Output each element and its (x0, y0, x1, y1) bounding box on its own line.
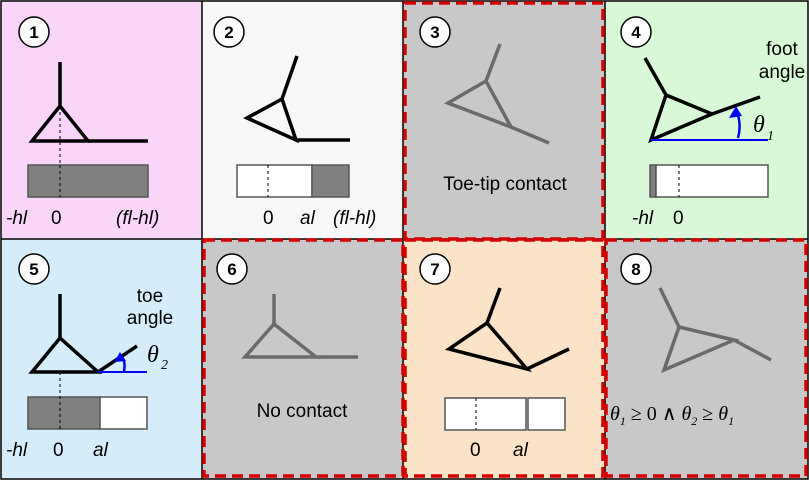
foot-figure (28, 62, 148, 143)
foot-figure (241, 294, 358, 359)
contact-bar-free (527, 397, 566, 431)
panel-caption: Toe-tip contact (443, 174, 567, 195)
panel-8-number: 8 (631, 260, 640, 279)
angle-arrowhead (729, 106, 742, 118)
panel-5: toe angle θ 2 -hl 0 al (6, 286, 173, 461)
panel-2-number: 2 (224, 23, 233, 42)
foot-figure (443, 43, 550, 145)
foot-figure (658, 287, 772, 374)
contact-bar-heel (27, 396, 101, 430)
panel-caption: No contact (257, 401, 349, 422)
panel-4-number: 4 (631, 23, 641, 42)
condition-theta: θ (718, 403, 728, 425)
bar-label: al (300, 208, 316, 229)
panel-5-badge: 5 (18, 253, 50, 285)
panel-number-badges: 1 2 3 4 5 6 7 8 (18, 16, 652, 285)
bar-label: 0 (673, 208, 684, 229)
condition-theta: θ (681, 403, 691, 425)
condition-theta: θ (610, 403, 620, 425)
panel-3: Toe-tip contact (443, 43, 567, 195)
panel-1-number: 1 (29, 23, 38, 42)
panel-8-badge: 8 (620, 253, 652, 285)
panel-6: No contact (241, 294, 358, 422)
angle-subscript: 1 (767, 129, 774, 144)
panel-7: 0 al (444, 287, 570, 461)
panel-5-number: 5 (29, 260, 38, 279)
angle-subscript: 2 (161, 358, 168, 373)
panel-2: 0 al (fl-hl) (236, 55, 376, 229)
bar-label: -hl (632, 208, 654, 229)
bar-label: -hl (6, 208, 28, 229)
bar-label: 0 (51, 208, 62, 229)
panel-1-badge: 1 (18, 16, 50, 48)
panel-3-badge: 3 (419, 16, 451, 48)
condition-subscript: 2 (691, 414, 697, 428)
contact-bar-heel (649, 164, 657, 198)
panel-7-number: 7 (430, 260, 439, 279)
bar-label: 0 (53, 440, 64, 461)
panel-2-badge: 2 (213, 16, 245, 48)
contact-bar-free (99, 396, 148, 430)
condition-geq-zero: ≥ 0 (626, 403, 657, 425)
contact-bar (27, 164, 149, 198)
foot-figure (643, 57, 761, 144)
panel-4: foot angle θ 1 -hl 0 (632, 39, 805, 229)
contact-bar-free (655, 164, 769, 198)
contact-outlines (202, 1, 808, 478)
panel-4-badge: 4 (620, 16, 652, 48)
angle-symbol: θ (753, 112, 765, 138)
condition-and: ∧ (657, 403, 682, 425)
bar-label: -hl (6, 440, 28, 461)
panel-6-outline (202, 238, 405, 478)
condition-subscript: 1 (728, 414, 734, 428)
foot-figure (243, 55, 350, 144)
contact-bar-toe (311, 164, 350, 198)
bar-label: 0 (263, 208, 274, 229)
angle-symbol: θ (147, 342, 159, 368)
panel-8: θ1 ≥ 0 ∧ θ2 ≥ θ1 (610, 287, 772, 428)
contact-bar-free (236, 164, 313, 198)
bar-label: 0 (470, 440, 481, 461)
panel-3-number: 3 (430, 23, 439, 42)
annotation-line: angle (127, 308, 174, 329)
panel-7-badge: 7 (419, 253, 451, 285)
annotation-line: angle (759, 62, 806, 83)
bar-label: (fl-hl) (116, 208, 159, 229)
annotation-line: foot (766, 39, 798, 60)
panel-6-badge: 6 (216, 253, 248, 285)
contact-bar-free (444, 397, 527, 431)
panel-3-outline (403, 1, 605, 241)
panel-6-number: 6 (227, 260, 236, 279)
panel-7-outline (403, 238, 605, 478)
panel-1: -hl 0 (fl-hl) (6, 62, 159, 229)
angle-arrowhead (114, 352, 126, 362)
bar-label: al (93, 440, 109, 461)
condition-geq: ≥ (697, 403, 718, 425)
bar-label: (fl-hl) (333, 208, 376, 229)
contact-condition: θ1 ≥ 0 ∧ θ2 ≥ θ1 (610, 403, 734, 428)
foot-figure (444, 287, 570, 373)
panel-8-outline (604, 238, 808, 478)
bar-label: al (513, 440, 529, 461)
annotation-line: toe (137, 286, 163, 307)
condition-subscript: 1 (620, 414, 626, 428)
